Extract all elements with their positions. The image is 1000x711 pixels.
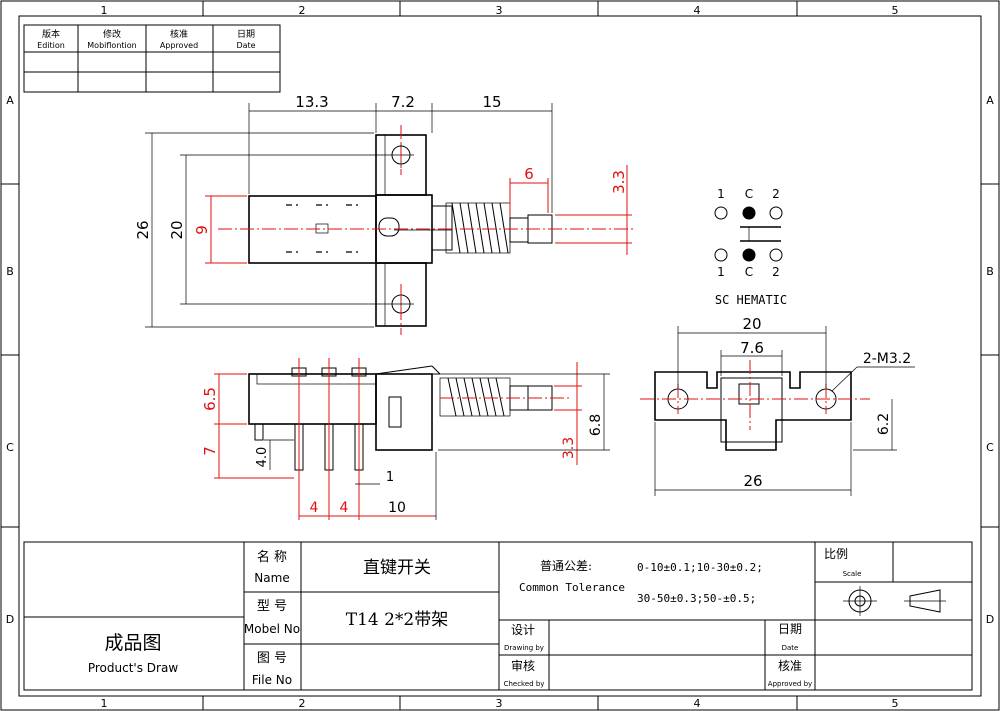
dim-15: 15 — [482, 93, 501, 111]
schematic: 1 C 2 1 C 2 SC HEMATIC — [714, 187, 787, 307]
schematic-contact-c — [742, 206, 756, 220]
file-label-cn: 图 号 — [257, 651, 287, 666]
projection-symbol-circle-icon — [843, 586, 877, 616]
hole-callout: 2-M3.2 — [863, 351, 911, 367]
date-label-en: Date — [782, 644, 799, 652]
border-column-label: 1 — [101, 4, 108, 17]
side-view: 6.5 7 4.0 1 4 4 10 3.3 6.8 — [201, 358, 610, 520]
border-column-label: 2 — [299, 697, 306, 710]
scale-label-en: Scale — [843, 570, 862, 578]
front-view: 20 7.6 2-M3.2 6.2 26 — [640, 315, 915, 496]
revision-header-approved-en: Approved — [160, 41, 198, 50]
revision-header-date-en: Date — [236, 41, 255, 50]
dim-7-2: 7.2 — [391, 93, 415, 111]
dim-26-front: 26 — [743, 472, 762, 490]
design-label-cn: 设计 — [511, 623, 535, 637]
schematic-contact-c — [742, 248, 756, 262]
spring — [445, 202, 511, 254]
border-column-label: 2 — [299, 4, 306, 17]
border-row-label: D — [986, 613, 994, 626]
name-label-cn: 名 称 — [257, 549, 287, 565]
schematic-contact-1 — [714, 248, 728, 262]
file-label-en: File No — [252, 673, 292, 687]
dim-7-6: 7.6 — [740, 339, 764, 357]
drawing-title-en: Product's Draw — [88, 661, 178, 675]
border-column-label: 3 — [496, 4, 503, 17]
border-column-label: 3 — [496, 697, 503, 710]
tolerance-line-1: 0-10±0.1;10-30±0.2; — [637, 561, 763, 574]
border-row-label: B — [986, 265, 994, 278]
border-row-label: A — [6, 94, 14, 107]
schematic-label-top-c: C — [745, 187, 753, 201]
schematic-label-bottom-c: C — [745, 265, 753, 279]
schematic-label-top-2: 2 — [772, 187, 780, 201]
schematic-label-bottom-2: 2 — [772, 265, 780, 279]
dim-1: 1 — [386, 470, 394, 485]
border-row-label: D — [6, 613, 14, 626]
revision-header-edition-cn: 版本 — [42, 28, 60, 40]
border-row-label: C — [986, 441, 994, 454]
dim-3-3-side: 3.3 — [561, 437, 577, 459]
model-label-en: Mobel No — [244, 622, 300, 636]
dim-4b: 4 — [340, 500, 349, 516]
dim-20: 20 — [168, 220, 186, 239]
projection-symbol-cone-icon — [904, 589, 946, 613]
dim-20-front: 20 — [742, 315, 761, 333]
border-column-label: 5 — [892, 697, 899, 710]
dim-6-8: 6.8 — [588, 414, 604, 436]
dim-9: 9 — [193, 225, 211, 235]
border-column-label: 4 — [694, 4, 701, 17]
border-column-label: 4 — [694, 697, 701, 710]
date-label-cn: 日期 — [778, 622, 802, 636]
revision-header-date-cn: 日期 — [237, 29, 255, 40]
revision-header-edition-en: Edition — [37, 41, 65, 50]
border-row-label: C — [6, 441, 14, 454]
dim-10: 10 — [388, 500, 406, 516]
dim-3-3: 3.3 — [610, 170, 628, 194]
schematic-label-bottom-1: 1 — [717, 265, 725, 279]
check-label-cn: 审核 — [511, 658, 535, 673]
title-block: 成品图 Product's Draw 名 称 Name 直键开关 型 号 Mob… — [23, 541, 973, 691]
tolerance-line-2: 30-50±0.3;50-±0.5; — [637, 592, 756, 605]
top-view: 13.3 7.2 15 6 3.3 26 20 9 — [134, 93, 635, 335]
scale-label-cn: 比例 — [824, 547, 848, 561]
dim-26: 26 — [134, 220, 152, 239]
tolerance-label-cn: 普通公差: — [540, 559, 592, 573]
tolerance-label-en: Common Tolerance — [519, 581, 625, 594]
border-row-label: A — [986, 94, 994, 107]
border-column-label: 5 — [892, 4, 899, 17]
dim-6: 6 — [524, 165, 534, 183]
model-label-cn: 型 号 — [257, 599, 287, 614]
schematic-contact-2 — [769, 206, 783, 220]
drawing-title-cn: 成品图 — [104, 632, 161, 654]
approve-label-en: Approved by — [768, 680, 812, 688]
revision-block: 版本 Edition 修改 Mobiflontion 核准 Approved 日… — [23, 24, 281, 93]
dim-4-0: 4.0 — [255, 447, 270, 468]
schematic-contact-1 — [714, 206, 728, 220]
revision-header-modify-cn: 修改 — [103, 28, 121, 40]
name-value: 直键开关 — [363, 558, 431, 578]
approve-label-cn: 核准 — [778, 659, 802, 673]
dim-6-2: 6.2 — [876, 413, 892, 435]
border-row-label: B — [6, 265, 14, 278]
schematic-label-top-1: 1 — [717, 187, 725, 201]
dim-4a: 4 — [310, 500, 319, 516]
dim-7: 7 — [201, 446, 219, 456]
model-value: T14 2*2带架 — [346, 610, 449, 630]
border-column-label: 1 — [101, 697, 108, 710]
dim-6-5: 6.5 — [201, 387, 219, 411]
schematic-title: SC HEMATIC — [715, 293, 787, 307]
revision-header-approved-cn: 核准 — [170, 28, 188, 40]
schematic-contact-2 — [769, 248, 783, 262]
design-label-en: Drawing by — [504, 644, 544, 652]
name-label-en: Name — [254, 571, 289, 585]
dim-13-3: 13.3 — [295, 93, 328, 111]
revision-header-modify-en: Mobiflontion — [87, 41, 136, 50]
check-label-en: Checked by — [504, 680, 545, 688]
